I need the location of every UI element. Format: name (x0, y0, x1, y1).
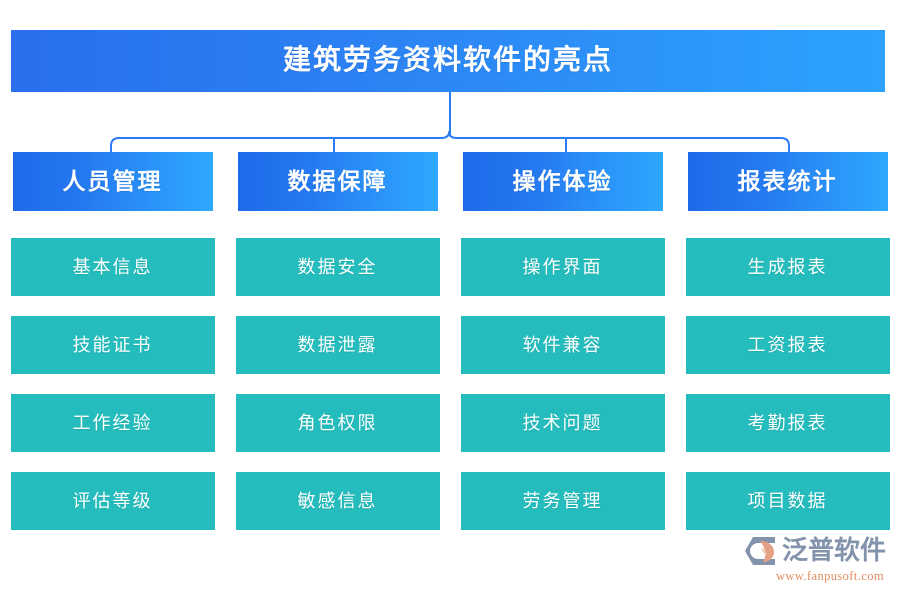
item-box[interactable]: 软件兼容 (460, 316, 665, 374)
item-list-1: 基本信息 技能证书 工作经验 评估等级 (10, 238, 215, 530)
item-list-2: 数据安全 数据泄露 角色权限 敏感信息 (235, 238, 440, 530)
logo-lockup: 泛普软件 (744, 535, 886, 567)
item-box[interactable]: 评估等级 (10, 472, 215, 530)
item-label: 评估等级 (72, 491, 153, 511)
column-personnel-management: 人员管理 基本信息 技能证书 工作经验 评估等级 (0, 152, 225, 532)
item-label: 操作界面 (522, 257, 603, 277)
item-label: 软件兼容 (522, 335, 603, 355)
category-header-2-label: 数据保障 (287, 169, 388, 194)
item-box[interactable]: 工作经验 (10, 394, 215, 452)
item-label: 数据安全 (297, 257, 378, 277)
item-box[interactable]: 操作界面 (460, 238, 665, 296)
item-box[interactable]: 数据安全 (235, 238, 440, 296)
item-box[interactable]: 数据泄露 (235, 316, 440, 374)
item-box[interactable]: 工资报表 (685, 316, 890, 374)
item-list-3: 操作界面 软件兼容 技术问题 劳务管理 (460, 238, 665, 530)
item-label: 角色权限 (297, 413, 378, 433)
bracket-connector (110, 92, 790, 153)
logo-url: www.fanpusoft.com (775, 569, 884, 583)
category-header-4[interactable]: 报表统计 (687, 152, 888, 211)
item-label: 工资报表 (747, 335, 828, 355)
diagram-title-banner: 建筑劳务资料软件的亮点 (11, 30, 885, 92)
item-label: 项目数据 (747, 491, 828, 511)
category-columns: 人员管理 基本信息 技能证书 工作经验 评估等级 数据保障 (0, 152, 900, 532)
category-header-2[interactable]: 数据保障 (237, 152, 438, 211)
item-box[interactable]: 技能证书 (10, 316, 215, 374)
category-header-1-label: 人员管理 (62, 169, 163, 194)
watermark-logo: 泛普软件 www.fanpusoft.com (744, 535, 886, 584)
item-box[interactable]: 角色权限 (235, 394, 440, 452)
item-box[interactable]: 项目数据 (685, 472, 890, 530)
item-label: 劳务管理 (522, 491, 603, 511)
logo-wordmark: 泛普软件 (781, 536, 886, 565)
item-label: 基本信息 (72, 257, 153, 277)
category-header-4-label: 报表统计 (737, 169, 838, 194)
item-box[interactable]: 考勤报表 (685, 394, 890, 452)
item-box[interactable]: 基本信息 (10, 238, 215, 296)
item-box[interactable]: 技术问题 (460, 394, 665, 452)
category-header-3[interactable]: 操作体验 (462, 152, 663, 211)
item-label: 技术问题 (522, 413, 603, 433)
item-list-4: 生成报表 工资报表 考勤报表 项目数据 (685, 238, 890, 530)
category-header-1[interactable]: 人员管理 (12, 152, 213, 211)
item-label: 数据泄露 (297, 335, 378, 355)
item-label: 生成报表 (747, 257, 828, 277)
column-data-assurance: 数据保障 数据安全 数据泄露 角色权限 敏感信息 (225, 152, 450, 532)
fanpu-hexagon-icon (744, 537, 775, 565)
column-report-statistics: 报表统计 生成报表 工资报表 考勤报表 项目数据 (675, 152, 900, 532)
item-label: 技能证书 (72, 335, 153, 355)
diagram-title-text: 建筑劳务资料软件的亮点 (282, 45, 613, 76)
item-box[interactable]: 生成报表 (685, 238, 890, 296)
item-box[interactable]: 劳务管理 (460, 472, 665, 530)
category-header-3-label: 操作体验 (512, 169, 613, 194)
item-label: 工作经验 (72, 413, 153, 433)
item-label: 考勤报表 (747, 413, 828, 433)
column-operation-experience: 操作体验 操作界面 软件兼容 技术问题 劳务管理 (450, 152, 675, 532)
item-box[interactable]: 敏感信息 (235, 472, 440, 530)
item-label: 敏感信息 (297, 491, 378, 511)
